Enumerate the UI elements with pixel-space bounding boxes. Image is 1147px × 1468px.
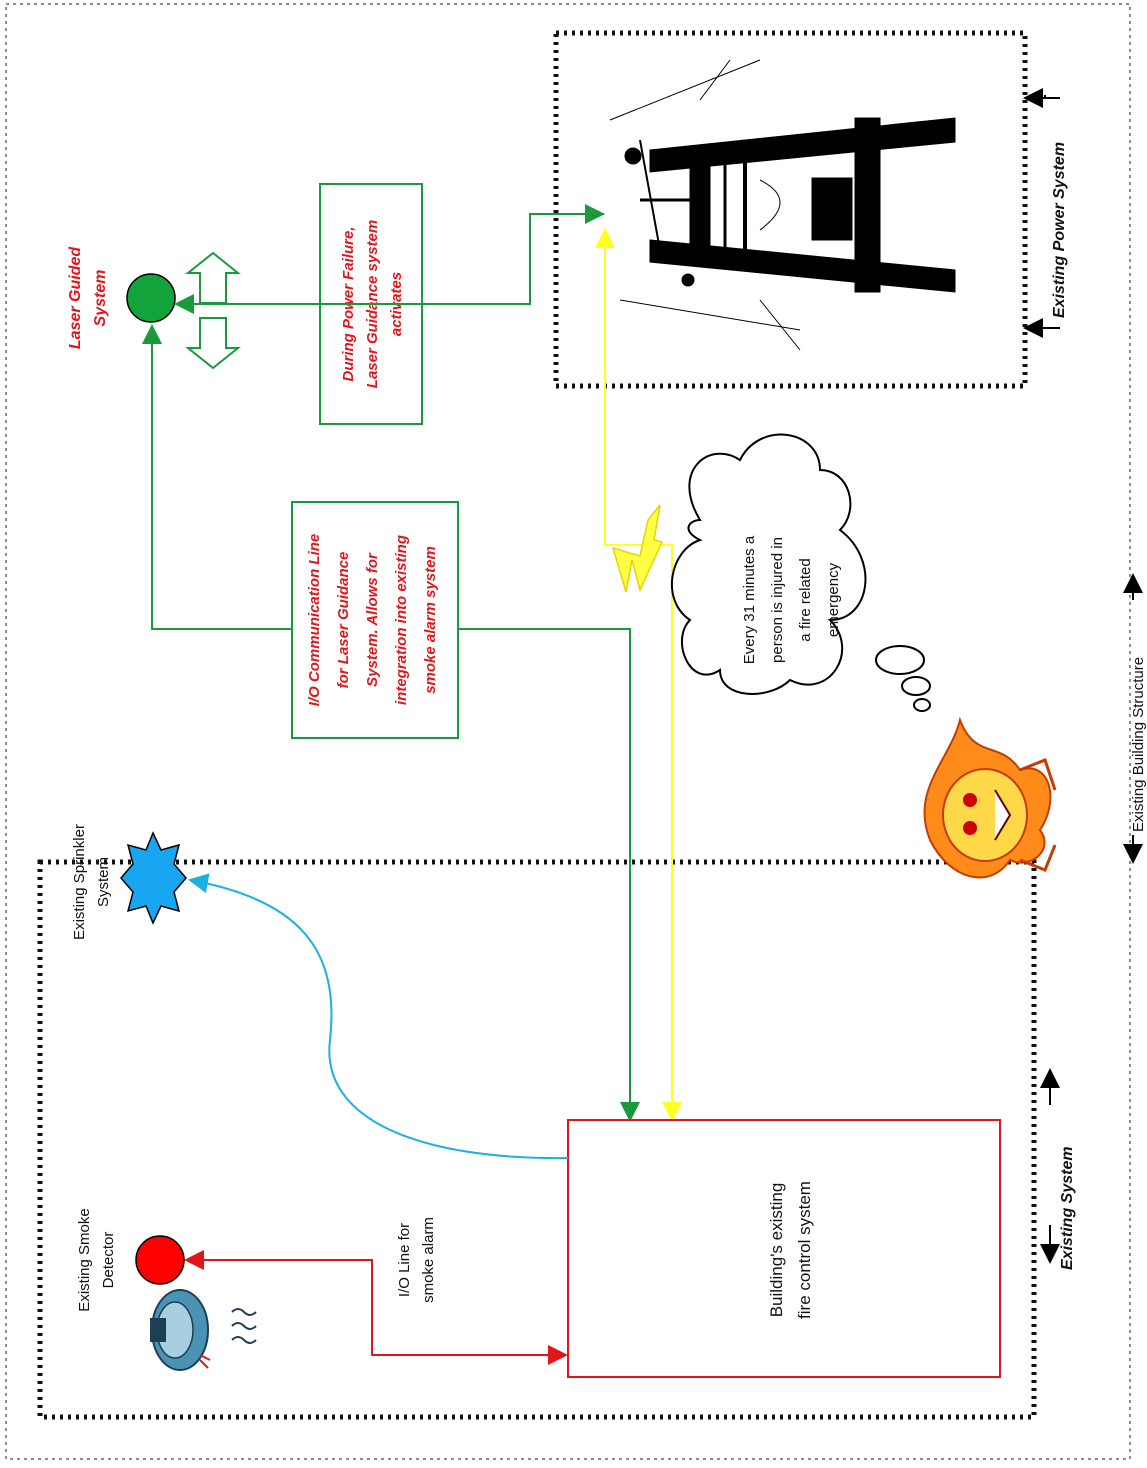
svg-text:smoke alarm: smoke alarm	[420, 1217, 437, 1303]
yellow-power-line	[604, 228, 682, 1122]
svg-text:a fire related: a fire related	[797, 558, 814, 641]
io-communication-label: I/O Communication Line for Laser Guidanc…	[306, 534, 439, 707]
svg-text:System: System	[92, 270, 109, 327]
smoke-detector-icon	[150, 1289, 257, 1371]
existing-system-box	[37, 859, 1037, 1420]
fire-monster-icon	[923, 716, 1057, 879]
svg-text:I/O Communication Line: I/O Communication Line	[306, 534, 323, 707]
svg-text:person is injured in: person is injured in	[769, 537, 786, 663]
sprinkler-line	[188, 873, 569, 1160]
svg-text:Building's existing: Building's existing	[767, 1183, 786, 1318]
power-pole-icon	[609, 59, 956, 351]
svg-text:Every 31 minutes a: Every 31 minutes a	[741, 535, 758, 664]
laser-guided-label: Laser Guided System	[67, 246, 109, 349]
blue-star-icon[interactable]	[120, 831, 187, 925]
svg-text:Laser Guided: Laser Guided	[67, 246, 84, 349]
power-system-arrow-up	[1025, 95, 1060, 98]
svg-text:integration into existing: integration into existing	[393, 535, 410, 705]
svg-text:fire control system: fire control system	[795, 1181, 814, 1319]
thought-cloud-icon	[671, 433, 931, 712]
svg-text:Existing Smoke: Existing Smoke	[76, 1208, 93, 1311]
svg-text:System. Allows for: System. Allows for	[364, 552, 381, 687]
svg-text:System: System	[95, 857, 112, 907]
smoke-alarm-line	[184, 1250, 565, 1356]
svg-text:Existing Sprinkler: Existing Sprinkler	[71, 824, 88, 940]
svg-text:I/O Line for: I/O Line for	[396, 1223, 413, 1297]
svg-text:for Laser Guidance: for Laser Guidance	[335, 552, 352, 689]
svg-text:smoke alarm system: smoke alarm system	[422, 546, 439, 694]
existing-power-system-label: Existing Power System	[1051, 142, 1068, 318]
io-communication-box	[291, 501, 459, 739]
svg-text:Detector: Detector	[100, 1232, 117, 1289]
building-structure-border	[5, 3, 1131, 1460]
svg-text:emergency: emergency	[825, 562, 842, 637]
existing-system-label: Existing System	[1059, 1146, 1076, 1270]
lightning-bolt-icon	[611, 504, 664, 593]
laser-guided-node-icon[interactable]	[126, 273, 176, 323]
existing-power-system-box	[553, 30, 1028, 389]
fire-control-system-box[interactable]	[567, 1119, 1001, 1378]
fire-control-system-label: Building's existing fire control system	[767, 1181, 814, 1319]
down-arrow-icon	[185, 317, 241, 370]
up-arrow-icon	[185, 251, 241, 304]
thought-bubble-label: Every 31 minutes a person is injured in …	[741, 535, 842, 664]
io-comm-to-laser-line	[142, 324, 292, 630]
sprinkler-label: Existing Sprinkler System	[71, 824, 112, 940]
io-comm-to-fire-control-line	[458, 628, 640, 1122]
existing-building-structure-label: Existing Building Structure	[1130, 657, 1147, 832]
smoke-detector-label: Existing Smoke Detector	[76, 1208, 117, 1311]
red-circle-icon[interactable]	[135, 1235, 185, 1285]
io-line-smoke-label: I/O Line for smoke alarm	[396, 1217, 437, 1303]
